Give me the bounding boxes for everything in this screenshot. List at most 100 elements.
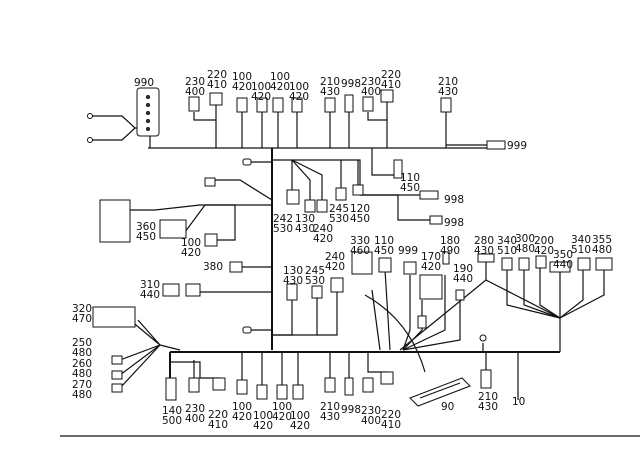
connector-small-mid [417, 315, 427, 329]
connector-245-530 [335, 187, 347, 201]
callout-line: 230 [361, 76, 381, 88]
callout-line: 270 [72, 379, 92, 391]
connector-250-480 [111, 355, 123, 365]
callout-line: 410 [381, 419, 401, 431]
callout-line: 430 [478, 401, 498, 413]
connector-100-420-bottom-d [292, 384, 304, 400]
callout-line: 355 [592, 234, 612, 246]
callout-line: 999 [398, 245, 418, 257]
callout-line: 420 [232, 411, 252, 423]
callout-line: 450 [374, 245, 394, 257]
callout-line: 420 [325, 261, 345, 273]
callout-line: 400 [361, 86, 381, 98]
callout-line: 430 [320, 411, 340, 423]
callout-line: 100 [253, 410, 273, 422]
connector-999-right [486, 140, 506, 150]
callout-line: 280 [474, 235, 494, 247]
module-170-420 [419, 274, 443, 300]
connector-998-lower [429, 215, 443, 225]
callout-line: 420 [251, 91, 271, 103]
callout-c54: 998 [341, 404, 361, 416]
callout-line: 420 [534, 245, 554, 257]
connector-190-440 [455, 289, 465, 301]
callout-line: 210 [438, 76, 458, 88]
connector-100-420-top-a [236, 97, 248, 113]
connector-340-510-a [501, 257, 513, 271]
callout-line: 170 [421, 251, 441, 263]
connector-999-mid [403, 261, 417, 275]
callout-line: 330 [350, 235, 370, 247]
callout-line: 230 [361, 405, 381, 417]
callout-line: 210 [320, 76, 340, 88]
callout-line: 450 [136, 231, 156, 243]
connectors [87, 87, 613, 407]
connector-220-410-bottom-b [380, 371, 394, 385]
callout-line: 320 [72, 303, 92, 315]
connector-130-430 [304, 199, 316, 213]
connector-230-400-bottom-b [362, 377, 374, 393]
callout-line: 400 [361, 415, 381, 427]
callout-line: 410 [207, 79, 227, 91]
callout-line: 10 [512, 396, 525, 408]
ground-clip [204, 177, 216, 187]
callout-c15: 998 [444, 194, 464, 206]
callout-line: 420 [232, 81, 252, 93]
callout-line: 220 [208, 409, 228, 421]
callout-line: 530 [273, 223, 293, 235]
callout-line: 230 [185, 403, 205, 415]
callout-line: 430 [438, 86, 458, 98]
connector-998-bottom [344, 377, 354, 396]
callout-line: 300 [515, 233, 535, 245]
callout-c24: 380 [203, 261, 223, 273]
callout-line: 100 [270, 71, 290, 83]
ground-lug-upper [242, 158, 252, 166]
callout-line: 999 [507, 140, 527, 152]
callout-line: 480 [515, 243, 535, 255]
callout-line: 110 [374, 235, 394, 247]
callout-line: 230 [185, 76, 205, 88]
pigtail-end-lower [87, 137, 93, 143]
callout-c1: 990 [134, 77, 154, 89]
callout-line: 420 [181, 247, 201, 259]
connector-210-430-top [324, 97, 336, 113]
callout-line: 250 [72, 337, 92, 349]
callout-line: 420 [313, 233, 333, 245]
callout-line: 510 [571, 244, 591, 256]
connector-130-430-mid [286, 283, 298, 301]
callout-line: 510 [497, 245, 517, 257]
callout-c9: 998 [341, 78, 361, 90]
callout-line: 420 [290, 420, 310, 432]
connector-300-480 [518, 257, 530, 271]
callout-line: 998 [444, 217, 464, 229]
callout-line: 460 [350, 245, 370, 257]
connector-100-420-top-b [256, 97, 268, 113]
callout-line: 480 [72, 389, 92, 401]
connector-210-430-bottom [324, 377, 336, 393]
connector-350-440 [549, 261, 571, 273]
connector-100-420-left [204, 233, 218, 247]
callout-line: 100 [181, 237, 201, 249]
callout-line: 130 [283, 265, 303, 277]
callout-line: 120 [350, 203, 370, 215]
